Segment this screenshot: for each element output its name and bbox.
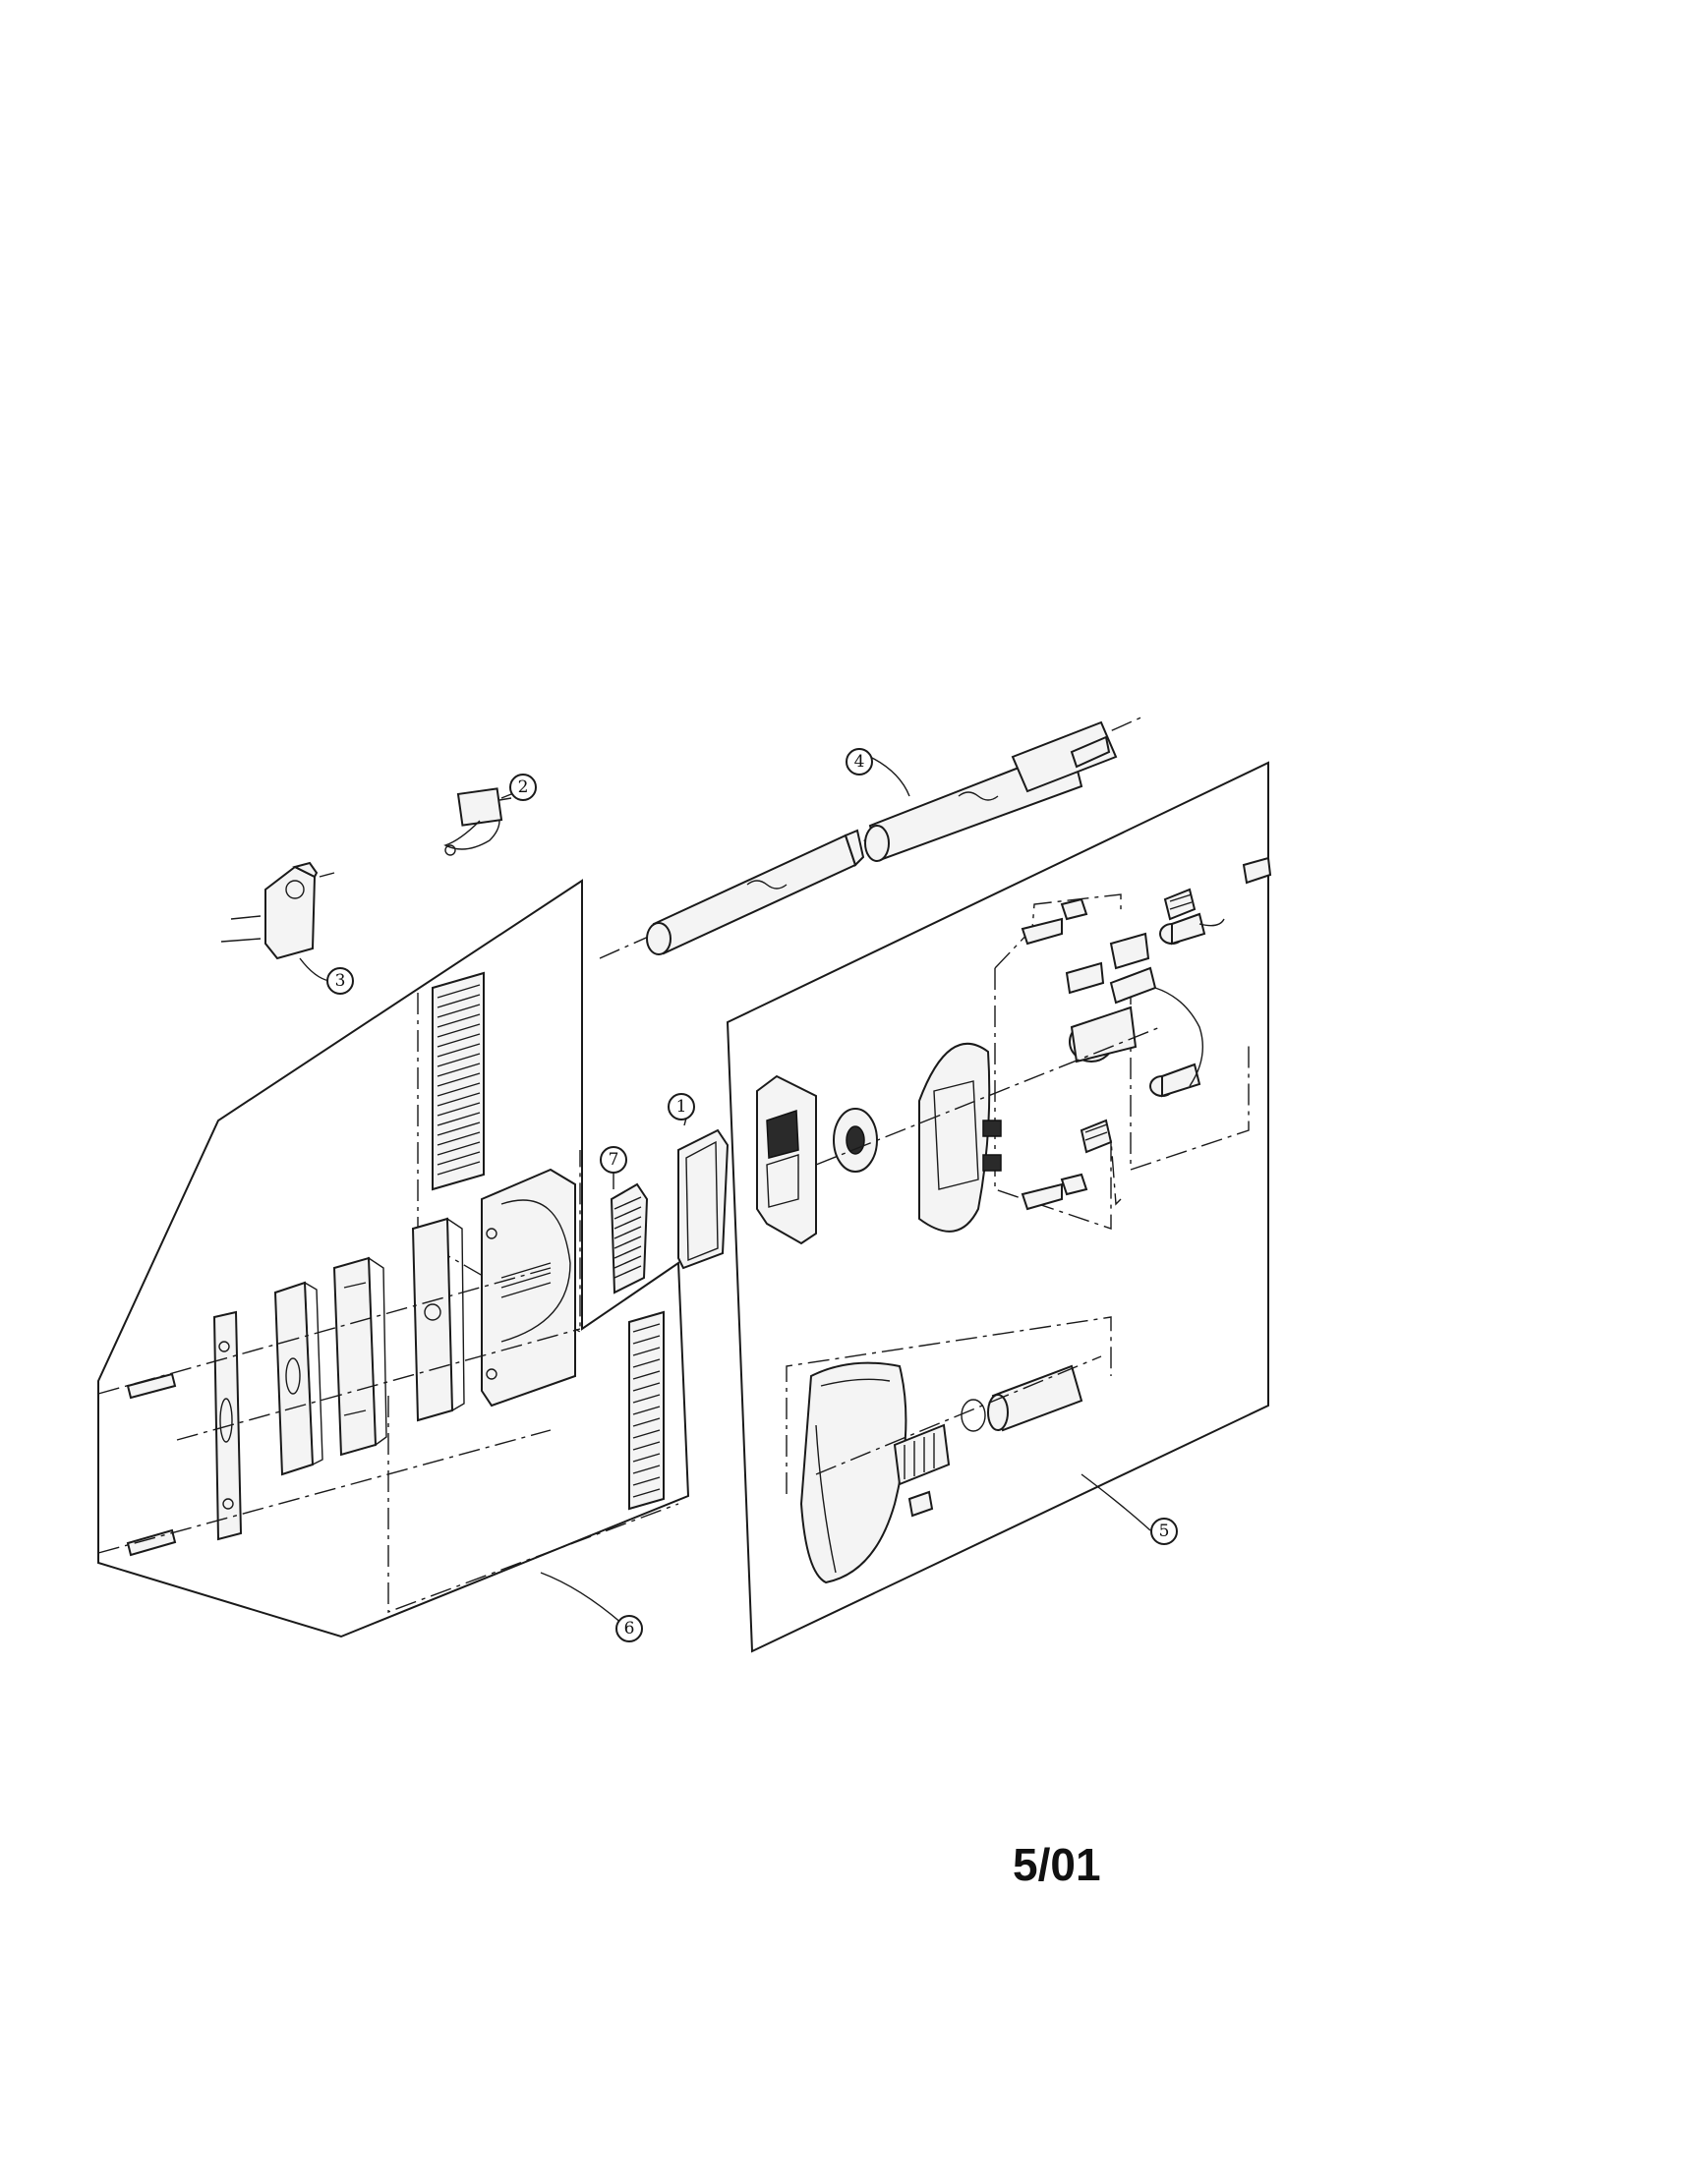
dust-cup-housing xyxy=(481,1168,576,1408)
assembly-5-upper-subframe-c xyxy=(1130,983,1250,1171)
screws xyxy=(97,1267,581,1557)
assembly-5-upper-subframe xyxy=(994,968,1122,1230)
small-pad xyxy=(1242,856,1272,885)
filter-gasket xyxy=(677,1128,730,1270)
brush-roll xyxy=(893,1399,986,1486)
motor-housing-shell xyxy=(918,1042,1002,1233)
callout-4-label: 4 xyxy=(854,752,865,772)
callout-6-label: 6 xyxy=(624,1619,635,1638)
switch-block xyxy=(1065,932,1157,1005)
impeller-fan xyxy=(833,1108,878,1173)
callout-5: 5 xyxy=(1150,1518,1178,1545)
filter-frame-1 xyxy=(273,1281,323,1476)
callout-3-label: 3 xyxy=(335,971,346,991)
assembly-6-subframe-lower xyxy=(387,1396,679,1614)
callout-2-label: 2 xyxy=(518,777,529,797)
filter-grille-lower xyxy=(628,1310,665,1511)
charger-adapter xyxy=(443,787,512,856)
date-code: 5/01 xyxy=(1013,1839,1101,1890)
callout-7: 7 xyxy=(600,1146,627,1174)
pleated-filter xyxy=(610,1182,649,1294)
foam-block-upper xyxy=(1163,888,1197,921)
callout-6: 6 xyxy=(615,1615,643,1642)
assembly-5-lower-subframe xyxy=(786,1316,1112,1494)
callout-1-label: 1 xyxy=(676,1097,687,1117)
wall-mount-bracket xyxy=(220,861,335,960)
filter-grille-upper xyxy=(432,971,485,1191)
foam-block-lower xyxy=(1080,1119,1113,1154)
motor xyxy=(815,1006,1161,1166)
callout-1: 1 xyxy=(668,1093,695,1121)
callout-2: 2 xyxy=(509,774,537,801)
nozzle-head xyxy=(799,1361,907,1584)
brush-drive-tube xyxy=(815,1355,1102,1475)
brush-clip xyxy=(907,1490,934,1518)
switch-contacts xyxy=(1021,897,1088,1211)
wand-tubes xyxy=(599,715,1146,959)
filter-frame-3 xyxy=(411,1217,465,1422)
filter-frame-2 xyxy=(332,1256,387,1457)
assembly-6-panel xyxy=(97,879,690,1638)
callout-5-label: 5 xyxy=(1159,1522,1170,1541)
assembly-5-upper-subframe-b xyxy=(994,893,1122,969)
motor-inlet-housing xyxy=(756,1074,817,1245)
callout-4: 4 xyxy=(846,748,873,776)
battery-cells xyxy=(1149,912,1225,1098)
callout-3: 3 xyxy=(326,967,354,995)
callout-7-label: 7 xyxy=(609,1150,619,1170)
